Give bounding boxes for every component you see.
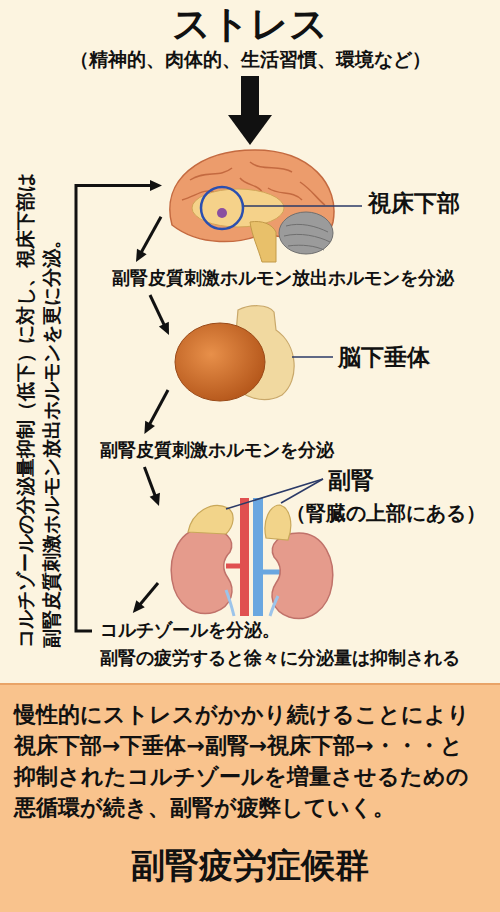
arrow-head xyxy=(159,322,169,335)
step-label: 副腎皮質刺激ホルモンを分泌 xyxy=(96,437,338,463)
step-note: 副腎の疲労すると徐々に分泌量は抑制される xyxy=(96,644,464,672)
flow-arrow xyxy=(144,467,160,506)
summary-text: 慢性的にストレスがかかり続けることにより 視床下部→下垂体→副腎→視床下部→・・… xyxy=(14,699,480,823)
flow-arrow xyxy=(150,295,169,335)
stress-heading: ストレス（精神的、肉体的、生活習慣、環境など） xyxy=(20,2,480,72)
arrow-head xyxy=(150,180,162,191)
leader-line xyxy=(244,205,362,207)
anterior-lobe xyxy=(175,323,265,401)
renal-artery xyxy=(226,564,240,569)
summary-band: 慢性的にストレスがかかり続けることにより 視床下部→下垂体→副腎→視床下部→・・… xyxy=(0,683,500,912)
arrow-line xyxy=(149,390,168,425)
main-arrow xyxy=(228,76,272,145)
kidney xyxy=(272,533,333,618)
arrow-head xyxy=(144,421,155,434)
step-text: 副腎皮質刺激ホルモンを分泌 xyxy=(96,437,338,463)
arrow-head xyxy=(136,249,147,262)
part-note: （腎臓の上部にある） xyxy=(286,500,486,526)
step-text: コルチゾールを分泌。副腎の疲労すると徐々に分泌量は抑制される xyxy=(96,616,464,672)
leader-line xyxy=(292,356,333,358)
arrow-line xyxy=(139,583,158,605)
arrow-line xyxy=(144,467,155,496)
arrow-line xyxy=(241,76,259,120)
cerebellum-lines xyxy=(284,224,330,250)
vena-cava xyxy=(253,498,263,616)
adrenal-figure: 副腎（腎臓の上部にある） xyxy=(162,478,340,618)
aorta xyxy=(240,498,249,616)
part-label: 脳下垂体 xyxy=(338,342,430,372)
part-label: 副腎 xyxy=(328,465,374,495)
flow-arrow xyxy=(144,390,168,434)
flow-arrow xyxy=(133,583,158,613)
brain-figure: 視床下部 xyxy=(165,148,335,273)
renal-vein xyxy=(263,570,280,575)
hypothalamus xyxy=(217,208,227,218)
arrow-head xyxy=(228,115,272,145)
arrow-line xyxy=(141,217,161,253)
ureter xyxy=(226,590,278,616)
adrenal-gland xyxy=(188,505,233,534)
brainstem xyxy=(250,221,276,262)
cerebellum xyxy=(279,212,333,254)
feedback-note: コルチゾールの分泌量抑制（低下）に対し、視床下部は 副腎皮質刺激ホルモン放出ホル… xyxy=(12,162,64,648)
subheading-text: （精神的、肉体的、生活習慣、環境など） xyxy=(20,46,480,72)
arrow-line xyxy=(150,295,165,326)
step-label: 副腎皮質刺激ホルモン放出ホルモンを分泌 xyxy=(108,265,458,291)
arrow-line xyxy=(76,186,152,632)
arrow-head xyxy=(133,600,145,613)
flow-arrow xyxy=(76,180,162,631)
arrow-head xyxy=(150,493,160,506)
syndrome-name: 副腎疲労症候群 xyxy=(0,843,500,887)
flow-arrow xyxy=(136,217,161,262)
highlight-circle xyxy=(201,187,243,229)
step-label: コルチゾールを分泌。 xyxy=(96,616,464,644)
pituitary-figure: 脳下垂体 xyxy=(172,305,304,405)
leader-line xyxy=(281,479,323,503)
heading-text: ストレス xyxy=(20,2,480,46)
step-text: 副腎皮質刺激ホルモン放出ホルモンを分泌 xyxy=(108,265,458,291)
kidney xyxy=(171,528,232,613)
part-label: 視床下部 xyxy=(368,188,460,218)
